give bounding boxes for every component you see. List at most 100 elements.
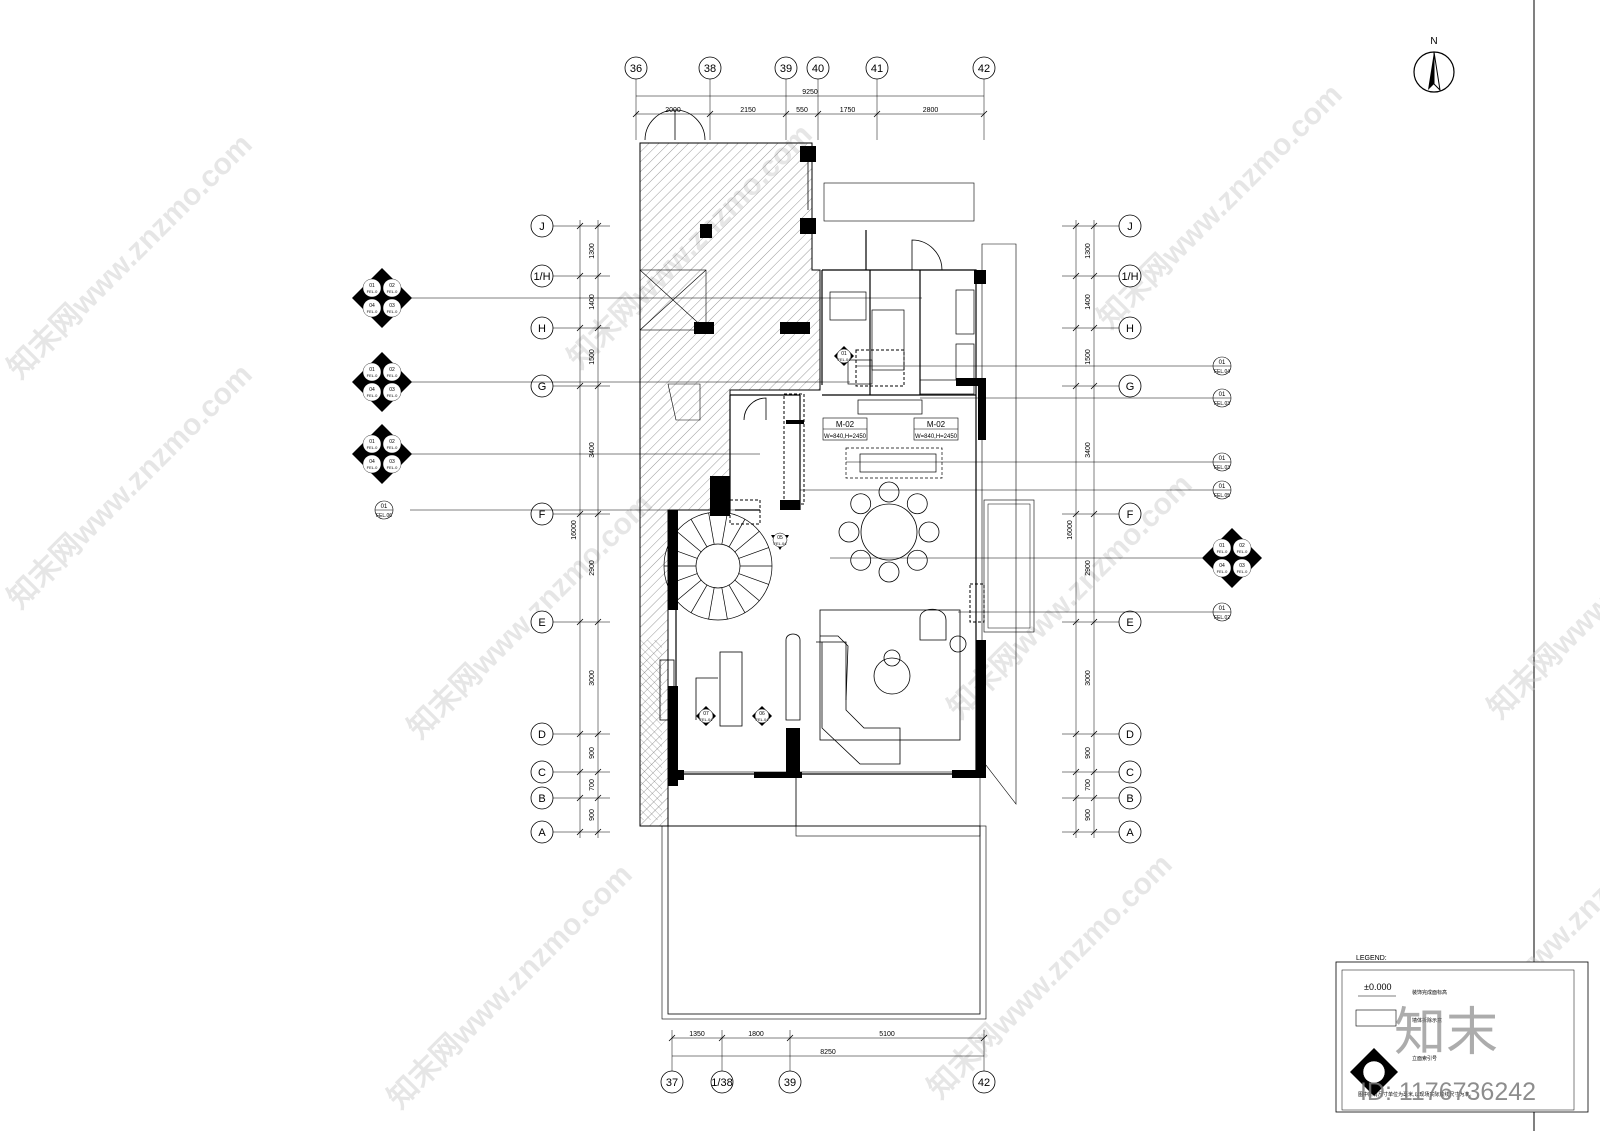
diamond-cell (1212, 538, 1232, 558)
axis-bubble-left-label: F (539, 509, 546, 521)
door-code: M-02 (927, 420, 946, 429)
dining-chair (850, 549, 872, 571)
stair-tread (708, 512, 715, 545)
diamond-cell (1232, 558, 1252, 578)
tag-number: 01 (1219, 360, 1226, 366)
diamond-mark-number: 03 (1239, 563, 1245, 569)
dim-text: 2800 (923, 107, 939, 114)
dim-tick (668, 1034, 676, 1042)
legend-diamond-mark (1350, 1048, 1398, 1096)
tag-ref: FEL.04 (838, 357, 852, 362)
diamond-cell (382, 278, 402, 298)
diamond-body (352, 268, 412, 328)
stair-tread (690, 584, 708, 613)
dim-tick (632, 110, 640, 118)
axis-bubble-top-label: 40 (812, 63, 824, 75)
tag-ref: FEL.04 (1214, 369, 1230, 375)
dim-text: 3400 (1085, 442, 1092, 458)
axis-bubble-right-label: B (1126, 793, 1133, 805)
dim-text: 900 (1085, 747, 1092, 759)
tag-circle (836, 348, 852, 364)
dining-chair (906, 493, 928, 515)
dim-text: 1400 (1085, 294, 1092, 310)
diamond-body (352, 352, 412, 412)
dim-text: 1400 (589, 294, 596, 310)
dim-text: 1500 (1085, 349, 1092, 365)
watermark: 知末网www.znzmo.com (922, 848, 1179, 1105)
diamond-cell (362, 382, 382, 402)
spiral-stair (663, 511, 773, 621)
diamond-cell (382, 362, 402, 382)
dim-tick (980, 110, 988, 118)
axis-bubble-bottom-label: 42 (978, 1077, 990, 1089)
diamond-mark-number: 03 (389, 303, 395, 309)
diamond-body (352, 424, 412, 484)
diamond-mark-number: 01 (369, 367, 375, 373)
door-swings (644, 109, 943, 421)
stair-tread (690, 519, 708, 548)
living-furniture (659, 608, 967, 765)
axis-bubble-bottom-label: 39 (784, 1077, 796, 1089)
stair-tread (738, 573, 769, 585)
straight-stair (639, 269, 707, 421)
axis-bubble-right-label: H (1126, 323, 1134, 335)
dim-text: 700 (589, 779, 596, 791)
dim-text: 2000 (665, 107, 681, 114)
watermark-stamp: 知末 ID: 1176736242 (1360, 1004, 1536, 1106)
legend-row-3: 立面索引号 (1412, 1055, 1437, 1062)
legend-row-1: 装饰完成面标高 (1412, 989, 1447, 996)
dim-text: 2900 (589, 560, 596, 576)
axis-bubble-top-label: 41 (871, 63, 883, 75)
diamond-mark-number: 03 (389, 459, 395, 465)
structural-columns (668, 146, 986, 786)
diamond-mark-number: 02 (1239, 543, 1245, 549)
elevation-tags: 01FEL.0401FEL.0301FEL.0301FEL.0501FEL.02… (352, 268, 1262, 726)
door-size: W=840,H=2450 (915, 434, 958, 440)
diamond-mark-number: 01 (369, 283, 375, 289)
diamond-mark-ref: FEL.0 (367, 309, 378, 314)
stair-tread (667, 573, 698, 585)
tag-number: 06 (759, 711, 765, 717)
legend-title: LEGEND: (1356, 955, 1387, 962)
tag-ref: FEL.03 (1214, 465, 1230, 471)
index-lines (410, 297, 1214, 613)
dim-tick (980, 1034, 988, 1042)
diamond-mark-ref: FEL.0 (1217, 549, 1228, 554)
diamond-mark-ref: FEL.0 (387, 289, 398, 294)
dim-text: 3400 (589, 442, 596, 458)
dining-chair (906, 549, 928, 571)
dim-text: 1300 (589, 243, 596, 259)
tag-number: 01 (381, 504, 388, 510)
axis-bubble-right-label: D (1126, 729, 1134, 741)
diamond-mark-ref: FEL.0 (1237, 569, 1248, 574)
diamond-cell (362, 298, 382, 318)
tag-number: 01 (1219, 456, 1226, 462)
stamp-logo: 知末 (1394, 1004, 1498, 1062)
tag-ref: FEL.04 (700, 717, 714, 722)
axis-bubble-left-label: C (538, 767, 546, 779)
tag-ref: FEL.04 (774, 541, 788, 546)
diamond-cell (1232, 538, 1252, 558)
stair-tread (721, 587, 728, 620)
tag-ref: FEL.02 (1214, 615, 1230, 621)
diamond-mark-ref: FEL.0 (387, 393, 398, 398)
stair-tread (667, 547, 698, 559)
tag-number: 05 (777, 535, 783, 541)
dining-tabletop (860, 503, 918, 561)
dining-chair (878, 481, 900, 503)
stair-tread (728, 584, 746, 613)
stair-tread (676, 531, 702, 553)
legend-box: LEGEND: ±0.000 装饰完成面标高 墙体拆除示意 立面索引号 图中所有… (1335, 955, 1589, 1113)
diamond-mark-number: 04 (1219, 563, 1225, 569)
dim-text: 550 (796, 107, 808, 114)
tag-ref: FEL.05 (1214, 493, 1230, 499)
dim-tick (786, 1034, 794, 1042)
